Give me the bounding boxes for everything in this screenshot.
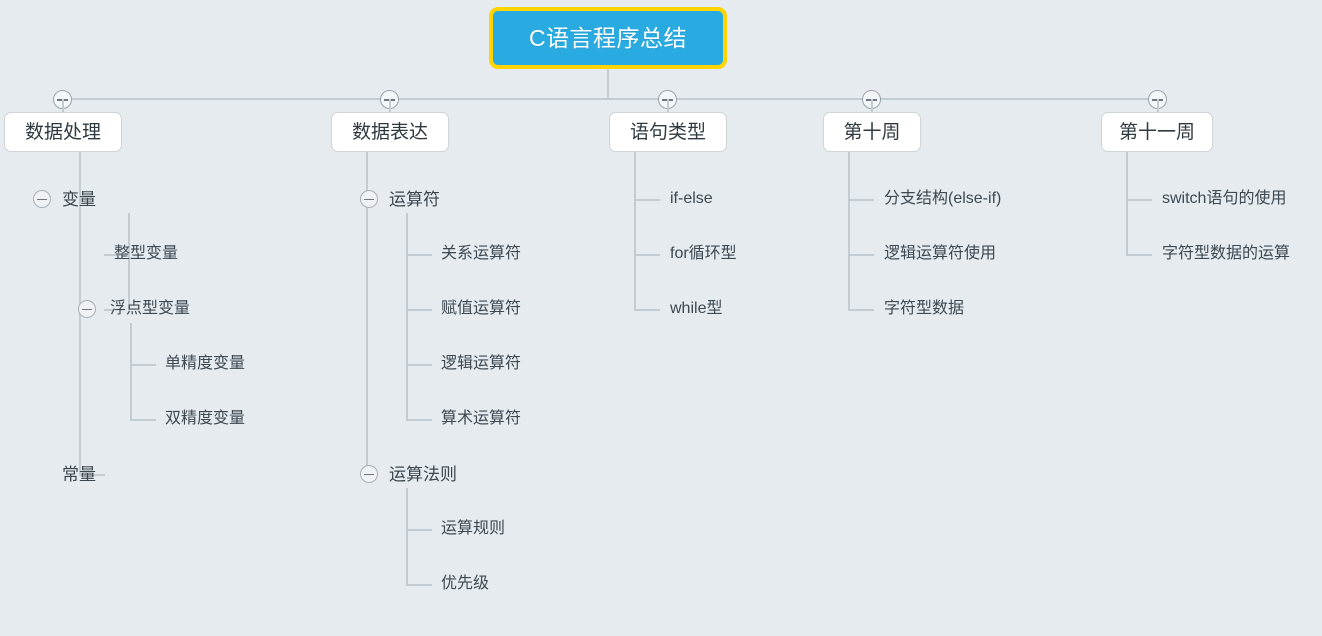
node-for-loop[interactable]: for循环型 [670, 245, 737, 262]
branch-4-spine [848, 152, 850, 310]
stub-yunsuanguize [406, 529, 432, 531]
stub-shuangjingdubianliang [130, 419, 156, 421]
node-zifuxingshuju[interactable]: 字符型数据 [884, 300, 965, 317]
node-zifuxingshujudeyunsuan[interactable]: 字符型数据的运算 [1162, 245, 1291, 262]
trunk-connector [62, 98, 1157, 100]
node-guanxiyunsuanfu[interactable]: 关系运算符 [441, 245, 522, 262]
branch-node-2-label: 数据表达 [351, 121, 428, 143]
root-stem-connector [607, 69, 609, 100]
yunsuanfu-spine [406, 213, 408, 420]
stub-danjingdubianliang [130, 364, 156, 366]
stub-guanxiyunsuanfu [406, 254, 432, 256]
node-suanshuyunsuanfu[interactable]: 算术运算符 [441, 410, 522, 427]
branch-1-stem [62, 99, 64, 112]
branch-3-stem [667, 99, 669, 112]
branch-node-3[interactable]: 语句类型 [609, 112, 727, 152]
fudianxing-spine [130, 323, 132, 420]
stub-suanshuyunsuanfu [406, 419, 432, 421]
stub-zifuxingshujudeyunsuan [1126, 254, 1152, 256]
stub-fudianxingbianliang [104, 309, 114, 311]
node-if-else[interactable]: if-else [670, 190, 713, 207]
stub-luojiyunsuanfushiyong [848, 254, 874, 256]
branch-5-stem [1157, 99, 1159, 112]
node-youxianji[interactable]: 优先级 [441, 575, 490, 592]
branch-2-spine [366, 152, 368, 474]
collapse-toggle-yunsuanfaze[interactable] [360, 465, 378, 483]
branch-5-spine [1126, 152, 1128, 255]
branch-node-4[interactable]: 第十周 [823, 112, 921, 152]
node-while[interactable]: while型 [670, 300, 723, 317]
branch-4-stem [871, 99, 873, 112]
node-changliang[interactable]: 常量 [62, 465, 96, 484]
node-bianliang[interactable]: 变量 [62, 190, 96, 209]
stub-youxianji [406, 584, 432, 586]
node-shuangjingdubianliang[interactable]: 双精度变量 [165, 410, 246, 427]
branch-node-2[interactable]: 数据表达 [331, 112, 449, 152]
node-yunsuanfaze[interactable]: 运算法则 [389, 465, 457, 484]
node-yunsuanfu[interactable]: 运算符 [389, 190, 440, 209]
node-yunsuanguize[interactable]: 运算规则 [441, 520, 506, 537]
stub-while [634, 309, 660, 311]
node-luojiyunsuanfu[interactable]: 逻辑运算符 [441, 355, 522, 372]
stub-changliang [79, 474, 105, 476]
node-zhengxingbianliang[interactable]: 整型变量 [114, 245, 179, 262]
yunsuanfaze-spine [406, 488, 408, 585]
node-danjingdubianliang[interactable]: 单精度变量 [165, 355, 246, 372]
collapse-toggle-fudianxingbianliang[interactable] [78, 300, 96, 318]
node-fuzhiyunsuanfu[interactable]: 赋值运算符 [441, 300, 522, 317]
node-luojiyunsuanfushiyong[interactable]: 逻辑运算符使用 [884, 245, 997, 262]
collapse-toggle-yunsuanfu[interactable] [360, 190, 378, 208]
root-node-label: C语言程序总结 [528, 24, 688, 51]
stub-for-loop [634, 254, 660, 256]
bianliang-spine [128, 213, 130, 310]
branch-node-1[interactable]: 数据处理 [4, 112, 122, 152]
root-node[interactable]: C语言程序总结 [489, 7, 727, 69]
collapse-toggle-bianliang[interactable] [33, 190, 51, 208]
branch-node-1-label: 数据处理 [24, 121, 101, 143]
stub-fenzhijiegou [848, 199, 874, 201]
stub-zifuxingshuju [848, 309, 874, 311]
stub-zhengxingbianliang [104, 254, 130, 256]
node-switch[interactable]: switch语句的使用 [1162, 190, 1287, 207]
branch-node-4-label: 第十周 [843, 121, 901, 143]
stub-fuzhiyunsuanfu [406, 309, 432, 311]
branch-node-5-label: 第十一周 [1118, 121, 1195, 143]
stub-if-else [634, 199, 660, 201]
branch-node-5[interactable]: 第十一周 [1101, 112, 1213, 152]
branch-node-3-label: 语句类型 [629, 121, 706, 143]
node-fudianxingbianliang[interactable]: 浮点型变量 [110, 300, 191, 317]
stub-luojiyunsuanfu [406, 364, 432, 366]
node-fenzhijiegou[interactable]: 分支结构(else-if) [884, 190, 1002, 207]
branch-3-spine [634, 152, 636, 310]
branch-2-stem [389, 99, 391, 112]
stub-switch [1126, 199, 1152, 201]
